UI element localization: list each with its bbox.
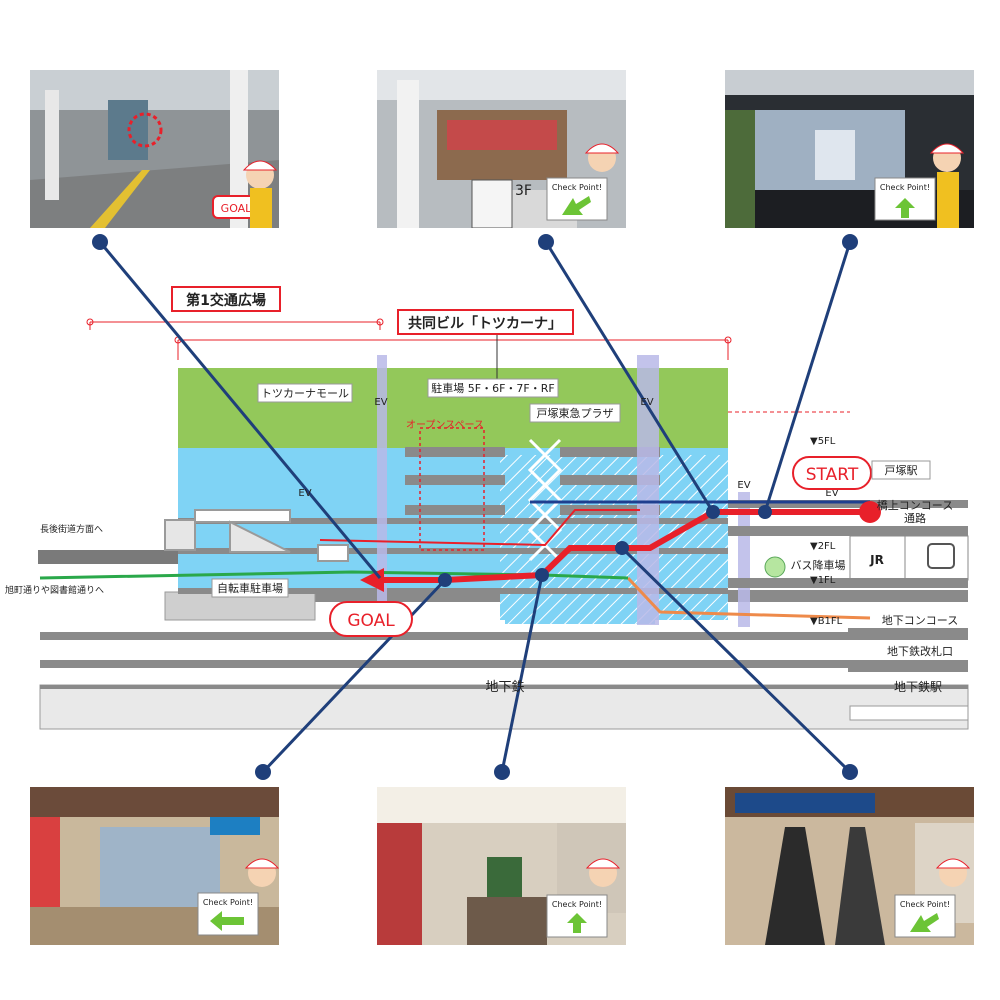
route-red-thin	[319, 509, 640, 547]
photo-goal-badge: GOAL	[221, 202, 253, 215]
floor-b1fl: ▼B1FL	[810, 616, 843, 627]
jr-label: JR	[869, 553, 884, 567]
photo-checkpoint-6-label: Check Point!	[900, 900, 950, 909]
route-orange	[626, 576, 871, 620]
subway-gate-label: 地下鉄改札口	[887, 644, 953, 658]
photo-goal-plaza: GOAL	[30, 70, 279, 228]
floor-1fl: ▼1FL	[810, 575, 836, 586]
ev-label-5: EV	[825, 488, 838, 499]
photo-checkpoint-2-label: Check Point!	[552, 183, 602, 192]
ev-label-4: EV	[737, 480, 750, 491]
photo-checkpoint-3f: 3F Check Point!	[377, 70, 626, 228]
bus-label: バス降車場	[791, 558, 846, 572]
mall-label: トツカーナモール	[261, 387, 349, 400]
photo-checkpoint-3-label: Check Point!	[880, 183, 930, 192]
ev-label-2: EV	[640, 397, 653, 408]
left-upper-label: 長後街道方面へ	[40, 523, 103, 535]
station-structure	[728, 500, 969, 588]
photo-checkpoint-4-label: Check Point!	[203, 898, 253, 907]
photo-checkpoint-b1-escalator: Check Point!	[725, 787, 974, 945]
photo-3f-sign: 3F	[515, 183, 532, 199]
photo-checkpoint-b1-center: Check Point!	[377, 787, 626, 945]
station-label: 戸塚駅	[885, 464, 918, 477]
goal-label: GOAL	[347, 611, 395, 631]
ev-label-1: EV	[374, 397, 387, 408]
left-lower-label: 旭町通りや図書館通りへ	[5, 584, 104, 596]
photo-checkpoint-b1-left: Check Point!	[30, 787, 279, 945]
open-space-label: オープンスペース	[406, 419, 484, 431]
floor-5fl: ▼5FL	[810, 436, 836, 447]
tokyu-plaza-label: 戸塚東急プラザ	[537, 406, 614, 420]
ev-label-3: EV	[298, 488, 311, 499]
photo-checkpoint-concourse: Check Point!	[725, 70, 974, 228]
leader-lines	[98, 241, 852, 774]
underground-concourse-label: 地下コンコース	[882, 614, 958, 627]
building-label: 共同ビル「トツカーナ」	[408, 315, 562, 332]
dimension-lines	[86, 318, 850, 413]
parking-label: 駐車場 5F・6F・7F・RF	[431, 381, 554, 395]
start-label: START	[806, 465, 859, 485]
floor-2fl: ▼2FL	[810, 541, 836, 552]
subway-station-label: 地下鉄駅	[894, 679, 942, 694]
tozuka-building	[164, 355, 750, 627]
photo-checkpoint-5-label: Check Point!	[552, 900, 602, 909]
bicycle-label: 自転車駐車場	[217, 581, 283, 595]
concourse-label-line1: 橋上コンコース	[877, 498, 953, 512]
concourse-label-line2: 通路	[904, 512, 926, 525]
leader-dots	[92, 234, 858, 780]
ground-structures	[38, 550, 969, 730]
labels: 第1交通広場 共同ビル「トツカーナ」 トツカーナモール 駐車場 5F・6F・7F…	[5, 286, 958, 695]
start-marker	[859, 501, 881, 523]
subway-label: 地下鉄	[485, 680, 524, 695]
plaza-label: 第1交通広場	[186, 292, 266, 309]
